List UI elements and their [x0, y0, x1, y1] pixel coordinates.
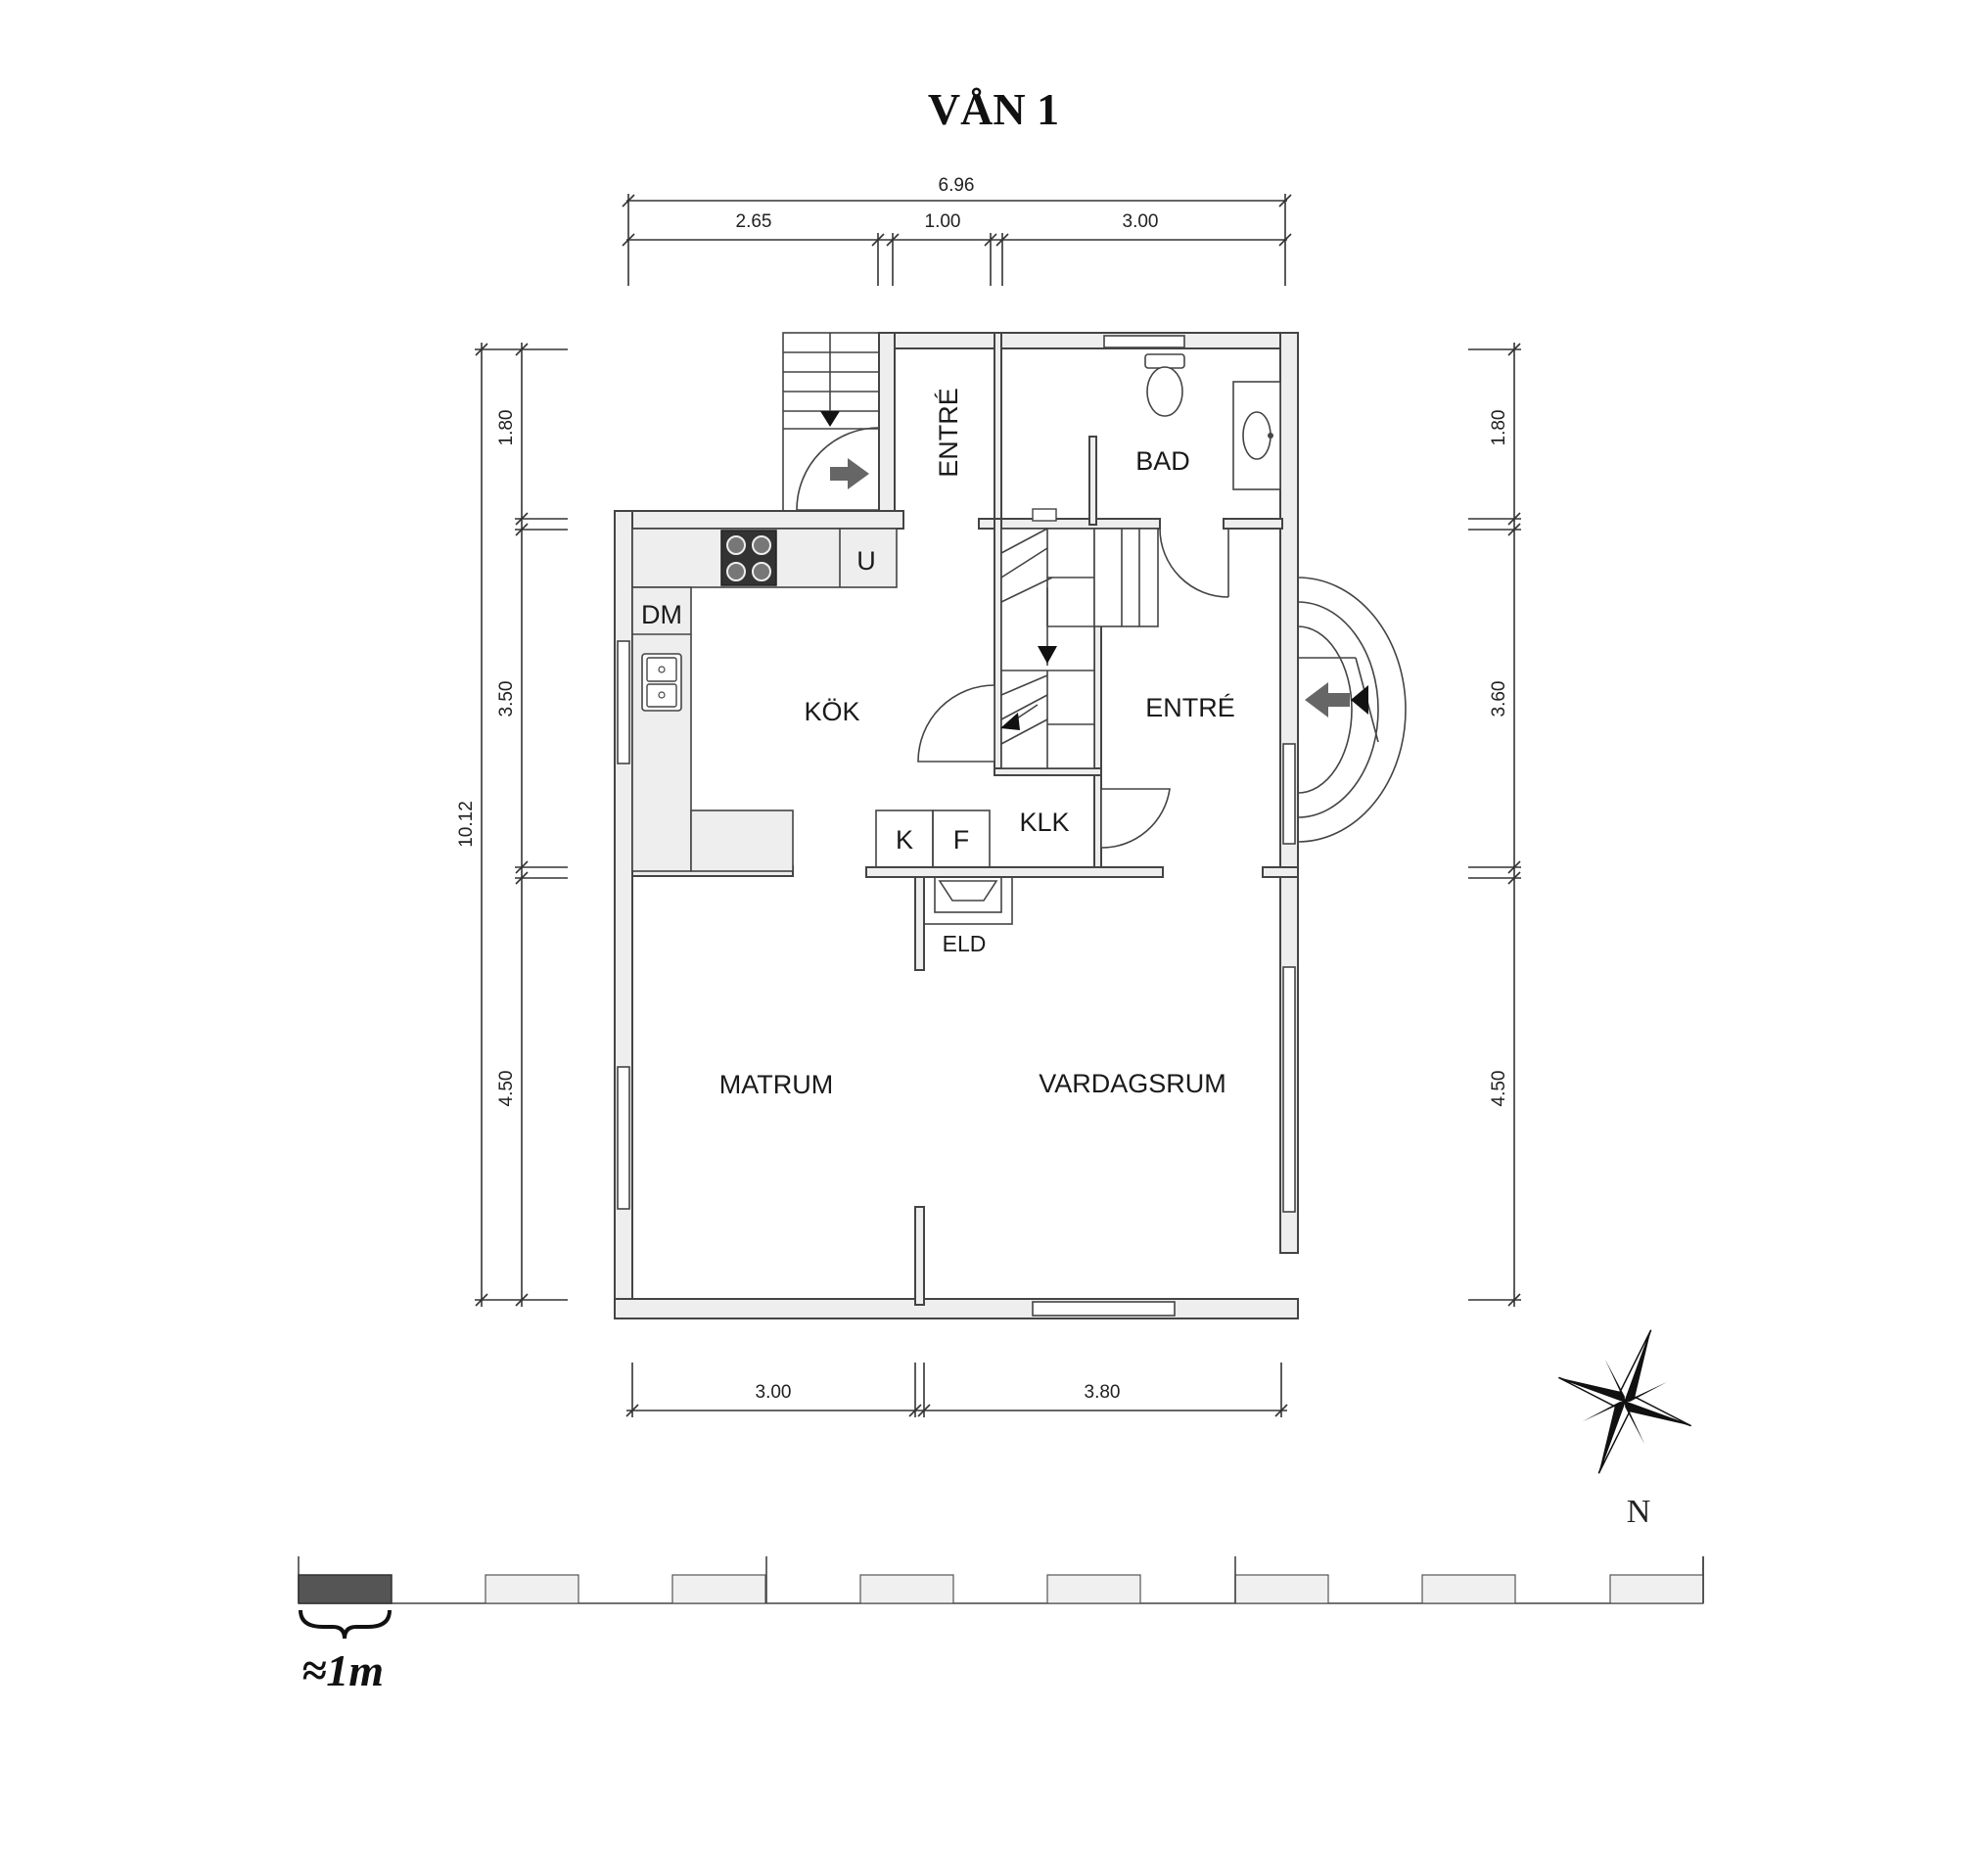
dim-right-seg-3: 4.50	[1489, 1071, 1509, 1107]
dim-right-seg-2: 3.60	[1489, 681, 1509, 717]
floor-title: VÅN 1	[928, 84, 1059, 134]
bottom-dimension-lines	[625, 1363, 1288, 1417]
top-dimension-lines	[622, 194, 1292, 286]
north-stair	[783, 333, 880, 511]
fixture-u-label: U	[856, 546, 876, 576]
stove-icon	[720, 530, 777, 586]
doors	[917, 528, 1407, 849]
compass-north-label: N	[1627, 1494, 1651, 1530]
dim-bottom-seg-2: 3.80	[1085, 1382, 1121, 1403]
dim-right-seg-1: 1.80	[1489, 410, 1509, 446]
fixture-dm-label: DM	[641, 600, 682, 629]
fixture-f-label: F	[953, 825, 970, 855]
room-kok: KÖK	[804, 697, 859, 726]
room-entre-upper: ENTRÉ	[934, 388, 963, 478]
dim-left-seg-3: 4.50	[496, 1071, 517, 1107]
compass-rose-icon	[1558, 1329, 1691, 1474]
windows	[617, 335, 1296, 1317]
dim-left-seg-2: 3.50	[496, 681, 517, 717]
scale-bar	[298, 1556, 1704, 1640]
toilet-icon	[1144, 353, 1185, 417]
inner-stair	[1000, 508, 1159, 769]
dim-top-seg-3: 3.00	[1123, 211, 1159, 232]
bathroom-sink-icon	[1232, 381, 1281, 490]
dim-top-seg-2: 1.00	[925, 211, 961, 232]
right-dimension-lines	[1468, 343, 1521, 1307]
room-entre-right: ENTRÉ	[1145, 693, 1235, 722]
dim-left-seg-1: 1.80	[496, 410, 517, 446]
dim-top-seg-1: 2.65	[736, 211, 772, 232]
dim-top-total: 6.96	[939, 175, 975, 196]
dim-bottom-seg-1: 3.00	[756, 1382, 792, 1403]
k-f-cabinets	[875, 809, 991, 868]
fireplace-icon	[923, 876, 1013, 925]
room-klk: KLK	[1019, 808, 1069, 837]
kitchen-sink-icon	[641, 653, 682, 712]
room-vardagsrum: VARDAGSRUM	[1039, 1069, 1226, 1098]
room-matrum: MATRUM	[719, 1070, 833, 1099]
fixture-k-label: K	[896, 825, 913, 855]
fixture-eld-label: ELD	[943, 931, 987, 956]
room-bad: BAD	[1135, 446, 1190, 476]
dim-left-total: 10.12	[456, 801, 477, 848]
left-dimension-lines	[475, 343, 568, 1307]
scale-label: ≈1m	[301, 1645, 384, 1695]
